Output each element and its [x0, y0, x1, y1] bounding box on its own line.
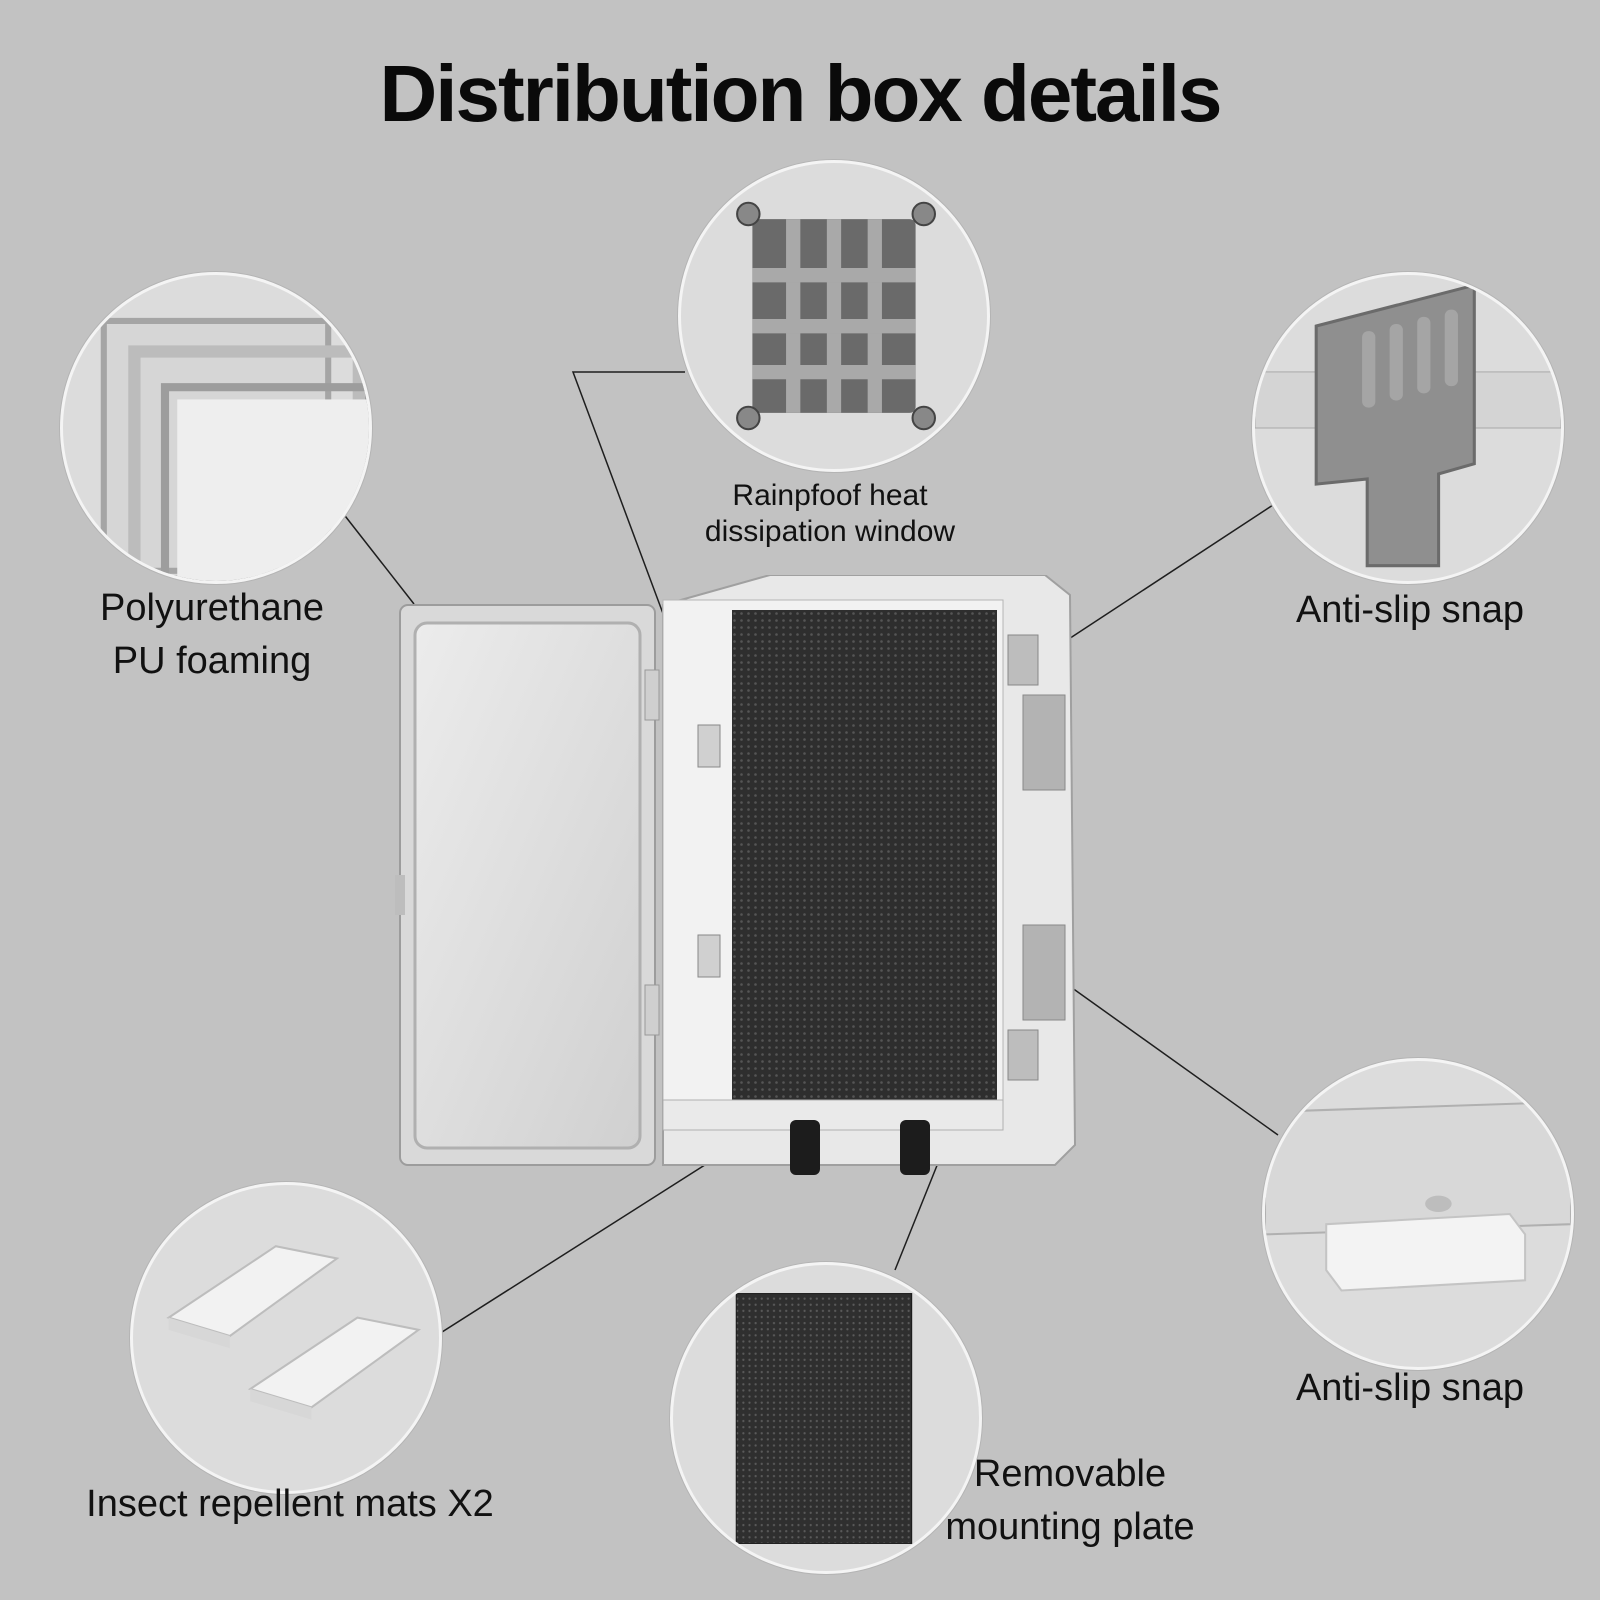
- distribution-box-image: [393, 574, 1095, 1205]
- pu-foaming-label-line2: PU foaming: [112, 640, 312, 683]
- heat-window-label-line2: dissipation window: [704, 515, 956, 548]
- heat-window-detail-image: [678, 160, 990, 472]
- snap-top-label-line1: Anti-slip snap: [1295, 589, 1525, 631]
- mounting-plate-label-line1: Removable: [973, 1453, 1167, 1495]
- mounting-plate-label-line2: mounting plate: [945, 1506, 1195, 1549]
- heat-window-label: Rainpfoof heat dissipation window: [680, 478, 980, 550]
- insect-mats-label: Insect repellent mats X2: [60, 1478, 520, 1531]
- snap-bottom-label-line1: Anti-slip snap: [1295, 1367, 1525, 1409]
- snap-bottom-label: Anti-slip snap: [1260, 1362, 1560, 1415]
- insect-mats-label-line1: Insect repellent mats X2: [86, 1483, 494, 1525]
- snap-bottom-detail-image: [1262, 1058, 1574, 1370]
- heat-window-label-line1: Rainpfoof heat: [732, 479, 928, 512]
- mounting-plate-detail-image: [670, 1262, 982, 1574]
- pu-foaming-detail-image: [60, 272, 372, 584]
- pu-foaming-label-line1: Polyurethane: [100, 587, 324, 629]
- pu-foaming-label: Polyurethane PU foaming: [62, 582, 362, 688]
- mounting-plate-label: Removable mounting plate: [920, 1448, 1220, 1554]
- insect-mats-detail-image: [130, 1182, 442, 1494]
- snap-top-detail-image: [1252, 272, 1564, 584]
- snap-top-label: Anti-slip snap: [1260, 584, 1560, 637]
- page-title: Distribution box details: [379, 49, 1223, 138]
